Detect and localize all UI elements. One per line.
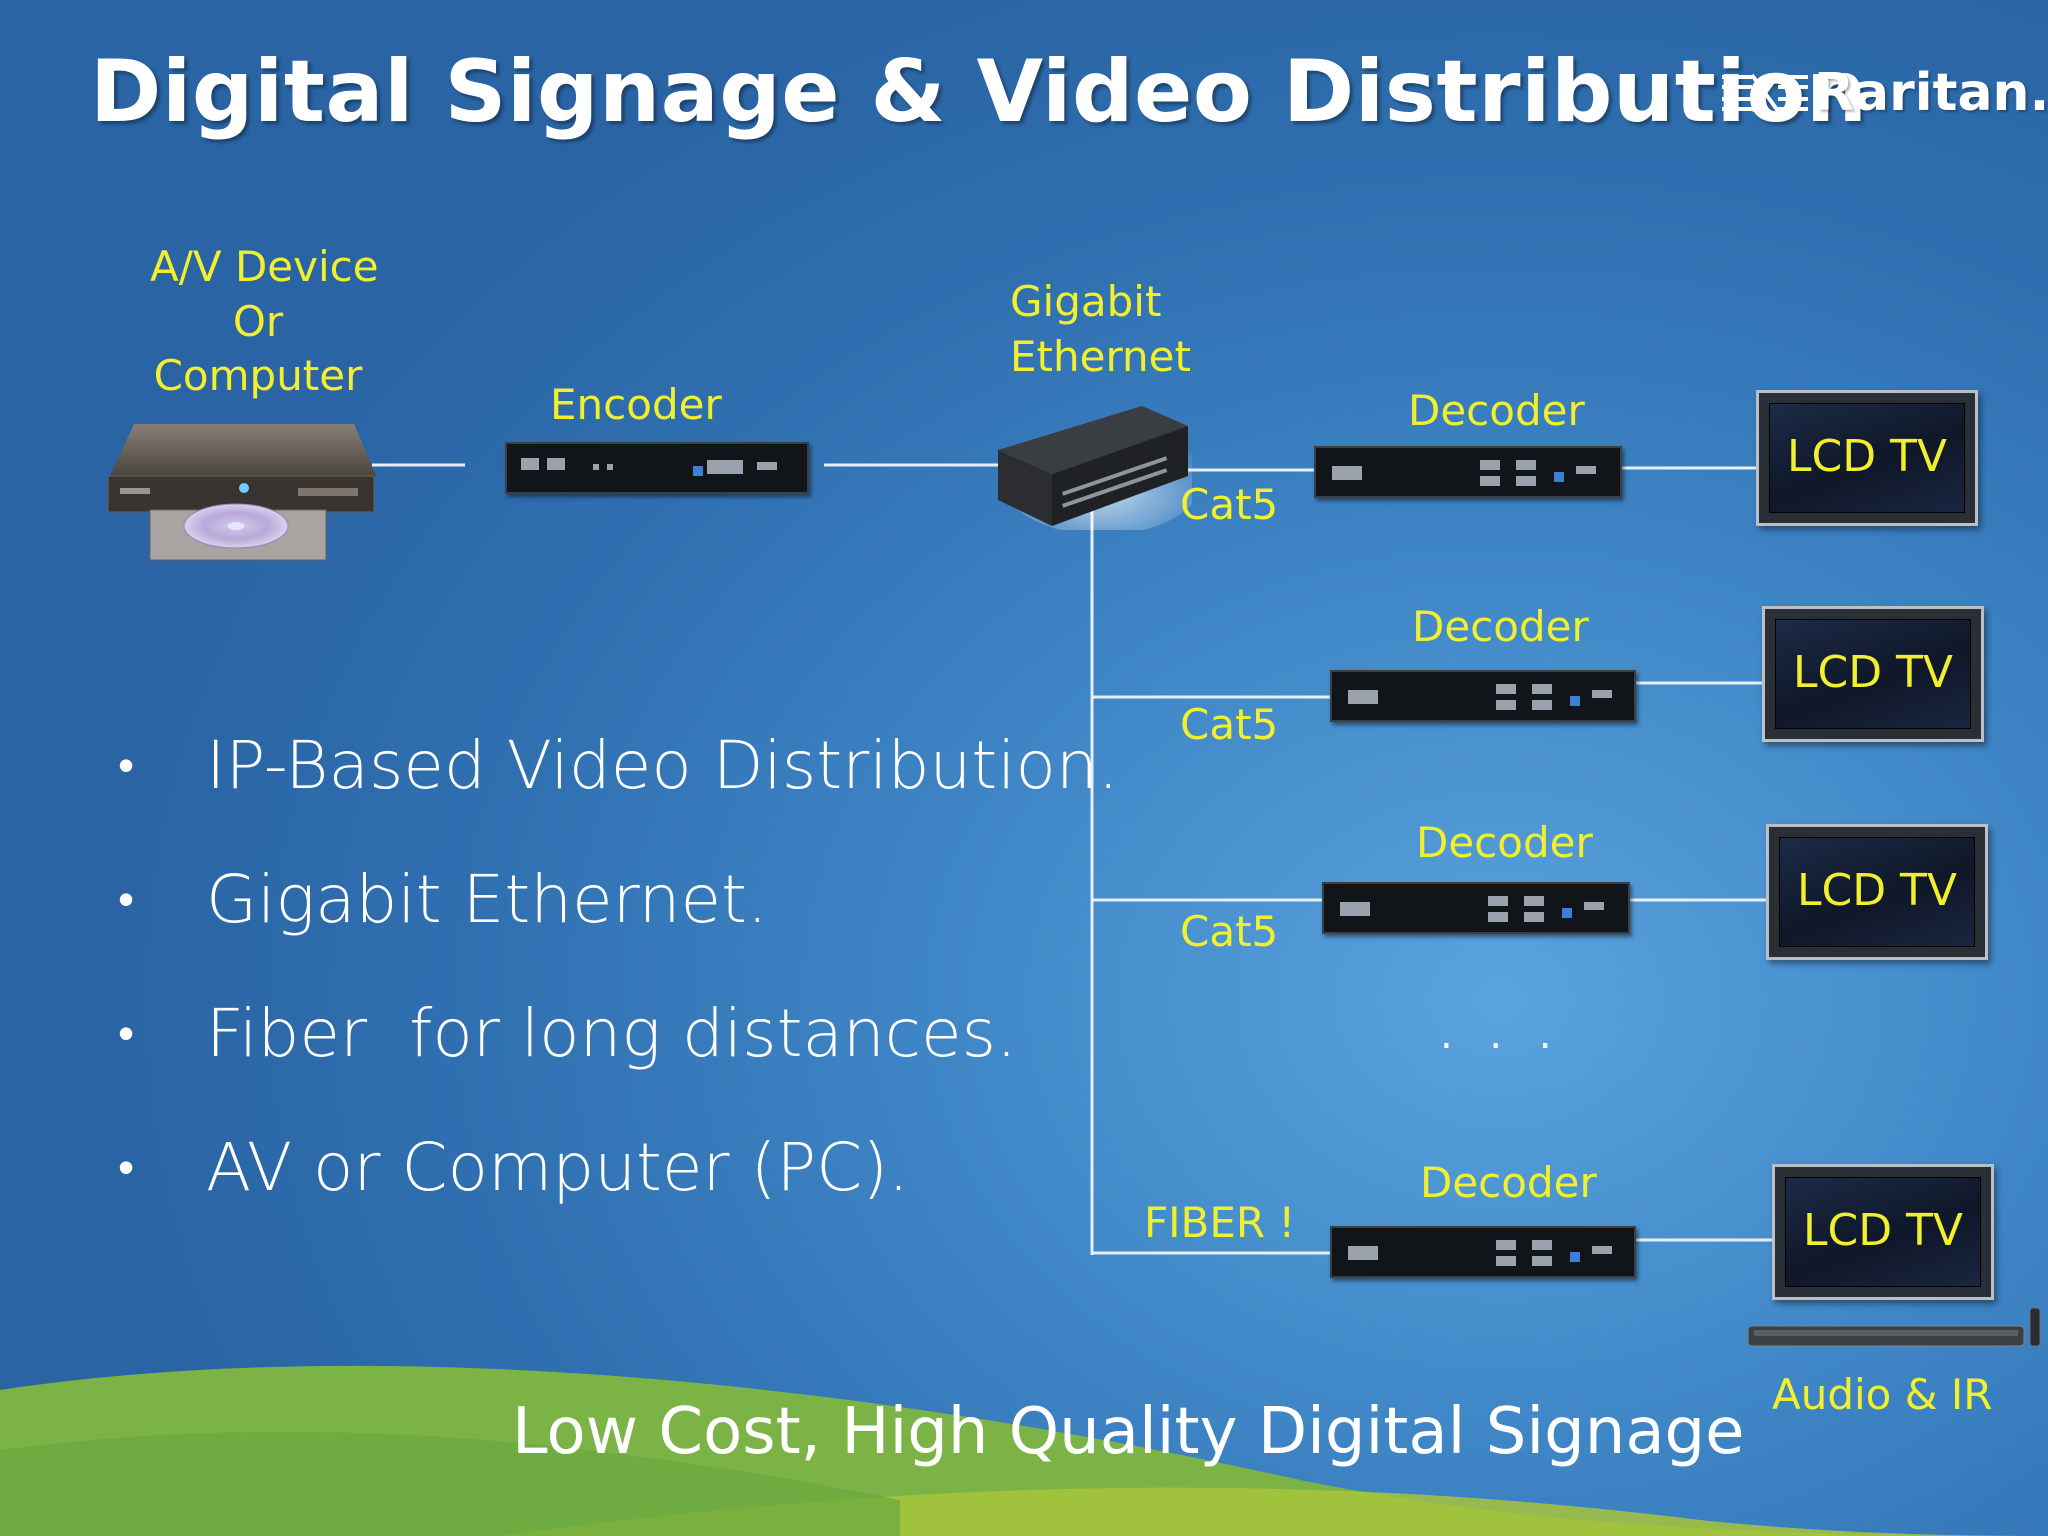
dvd-player-icon (107, 424, 376, 561)
source-label-line: A/V Device (150, 242, 379, 291)
decoder-label: Decoder (1412, 602, 1589, 651)
bullet-text: IP-Based Video Distribution. (206, 726, 1119, 804)
switch-label: Gigabit Ethernet (1010, 275, 1191, 384)
ethernet-switch-icon (998, 406, 1192, 530)
raritan-logo-text: Raritan. (1814, 63, 2048, 123)
decoder-device (1314, 446, 1622, 498)
lcd-tv-label: LCD TV (1796, 865, 1958, 916)
footer-tagline: Low Cost, High Quality Digital Signage (512, 1395, 1745, 1469)
raritan-logo: Raritan. (1722, 62, 2048, 124)
lcd-tv: LCD TV (1756, 390, 1978, 526)
bullet-text: AV or Computer (PC). (206, 1128, 909, 1206)
device-ports-icon (1348, 684, 1612, 710)
source-label-line: Or (232, 296, 284, 346)
decoder-device (1330, 1226, 1636, 1278)
source-label-line: Computer (153, 351, 363, 401)
audio-ir-label: Audio & IR (1772, 1370, 1993, 1419)
decoder-label: Decoder (1408, 386, 1585, 435)
bullet-icon: • (118, 738, 135, 792)
encoder-label: Encoder (550, 380, 722, 429)
bullet-item: • Fiber for long distances. (118, 966, 1119, 1100)
decoder-label: Decoder (1420, 1158, 1597, 1207)
link-label: Cat5 (1180, 700, 1279, 749)
bullet-icon: • (118, 1140, 135, 1194)
link-label: Cat5 (1180, 907, 1279, 956)
slide-title: Digital Signage & Video Distribution (90, 42, 1868, 142)
ellipsis: . . . (1440, 1012, 1564, 1058)
lcd-tv: LCD TV (1766, 824, 1988, 960)
encoder-device (505, 442, 809, 494)
device-ports-icon (521, 458, 777, 476)
switch-label-line: Ethernet (1010, 331, 1191, 381)
switch-label-line: Gigabit (1010, 277, 1162, 326)
lcd-tv-label: LCD TV (1802, 1205, 1964, 1256)
lcd-tv: LCD TV (1772, 1164, 1994, 1300)
bullet-text: Fiber for long distances. (206, 994, 1017, 1072)
device-ports-icon (1348, 1240, 1612, 1266)
device-ports-icon (1332, 460, 1596, 486)
decoder-label: Decoder (1416, 818, 1593, 867)
decoder-device (1322, 882, 1630, 934)
lcd-tv: LCD TV (1762, 606, 1984, 742)
bullet-list: • IP-Based Video Distribution. • Gigabit… (118, 698, 1119, 1234)
link-label: Cat5 (1180, 480, 1279, 529)
bullet-item: • Gigabit Ethernet. (118, 832, 1119, 966)
green-hill-decoration (0, 1365, 2048, 1536)
raritan-logo-icon (1722, 73, 1808, 113)
lcd-tv-label: LCD TV (1792, 647, 1954, 698)
device-ports-icon (1340, 896, 1604, 922)
link-label: FIBER ! (1144, 1198, 1296, 1247)
bullet-icon: • (118, 1006, 135, 1060)
bullet-item: • AV or Computer (PC). (118, 1100, 1119, 1234)
source-label: A/V Device Or Computer (150, 240, 379, 404)
decoder-device (1330, 670, 1636, 722)
lcd-tv-label: LCD TV (1786, 431, 1948, 482)
bullet-text: Gigabit Ethernet. (206, 860, 768, 938)
bullet-icon: • (118, 872, 135, 926)
soundbar-icon (1747, 1307, 2041, 1347)
bullet-item: • IP-Based Video Distribution. (118, 698, 1119, 832)
